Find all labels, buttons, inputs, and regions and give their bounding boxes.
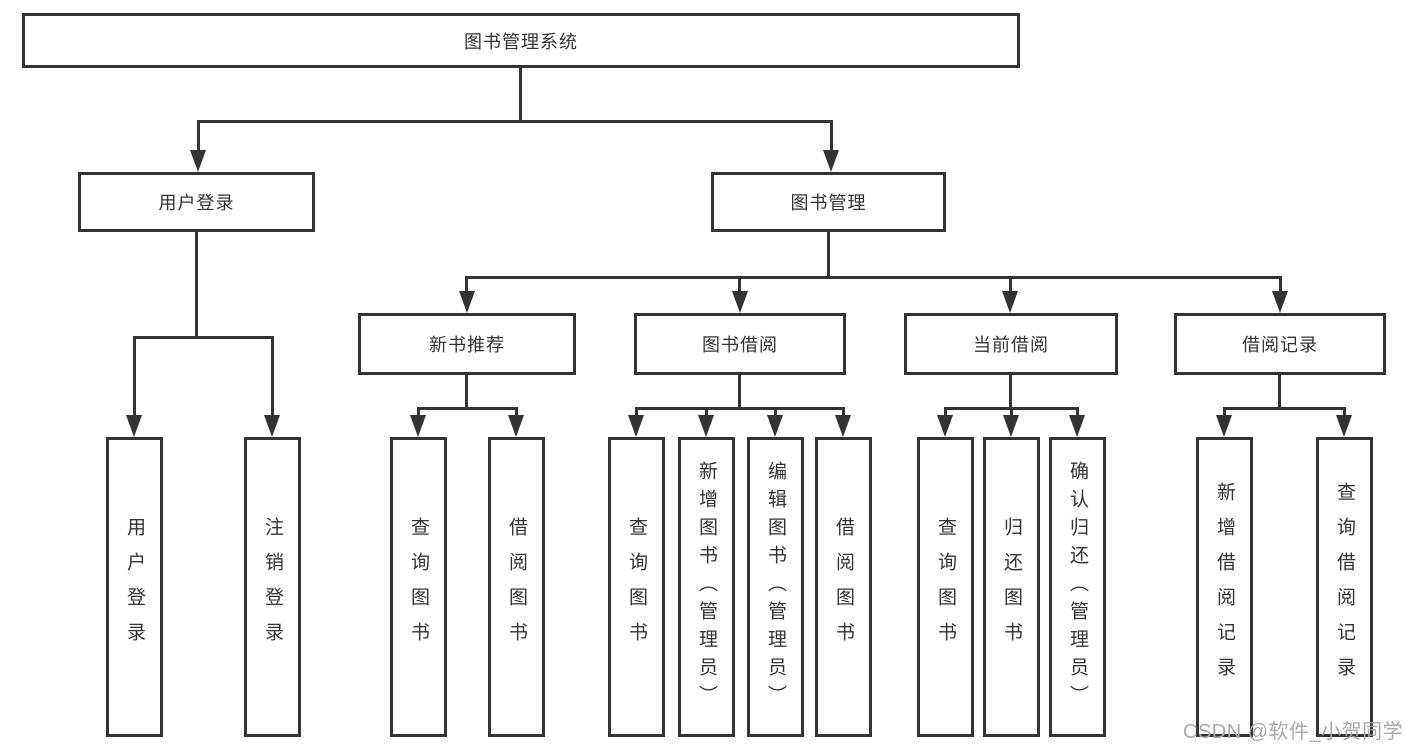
arrow-down-icon: [823, 150, 839, 172]
connector-line: [1009, 276, 1012, 293]
arrow-down-icon: [628, 415, 644, 437]
leaf-add-books-admin: 新增图书（管理员）: [678, 437, 735, 737]
node-borrow-records: 借阅记录: [1174, 313, 1386, 375]
node-book-borrow-label: 图书借阅: [702, 335, 778, 355]
node-new-book-recommend-label: 新书推荐: [429, 335, 505, 355]
csdn-watermark: CSDN @软件_小贺同学: [1183, 721, 1404, 743]
connector-line: [465, 375, 468, 407]
connector-line: [1278, 375, 1281, 407]
connector-line: [195, 232, 198, 336]
leaf-query-borrow-record-label: 查询借阅记录: [1334, 482, 1355, 692]
connector-line: [1009, 375, 1012, 407]
arrow-down-icon: [767, 415, 783, 437]
connector-line: [738, 375, 741, 407]
connector-line: [133, 336, 136, 417]
connector-line: [1076, 407, 1079, 417]
leaf-user-login-label: 用户登录: [124, 517, 145, 657]
connector-line: [1279, 276, 1282, 293]
connector-line: [465, 276, 468, 293]
leaf-add-borrow-record: 新增借阅记录: [1196, 437, 1253, 737]
node-book-management: 图书管理: [711, 172, 946, 232]
arrow-down-icon: [1336, 415, 1352, 437]
leaf-borrow-books: 借阅图书: [815, 437, 872, 737]
node-root-label: 图书管理系统: [464, 31, 578, 52]
connector-line: [417, 407, 518, 410]
leaf-query-books-current: 查询图书: [917, 437, 974, 737]
connector-line: [827, 232, 830, 276]
node-user-login-label: 用户登录: [158, 193, 235, 213]
leaf-edit-books-admin-label: 编辑图书（管理员）: [765, 461, 786, 713]
connector-line: [774, 407, 777, 417]
leaf-add-borrow-record-label: 新增借阅记录: [1214, 482, 1235, 692]
arrow-down-icon: [508, 415, 524, 437]
leaf-confirm-return-admin: 确认归还（管理员）: [1049, 437, 1106, 737]
connector-line: [515, 407, 518, 417]
node-book-management-label: 图书管理: [790, 193, 867, 213]
leaf-return-books: 归还图书: [983, 437, 1040, 737]
leaf-borrow-books-recommend: 借阅图书: [488, 437, 545, 737]
leaf-query-books-borrow-label: 查询图书: [626, 517, 647, 657]
leaf-confirm-return-admin-label: 确认归还（管理员）: [1067, 461, 1088, 713]
arrow-down-icon: [459, 291, 475, 313]
connector-line: [465, 276, 1282, 279]
arrow-down-icon: [1003, 415, 1019, 437]
connector-line: [197, 120, 833, 123]
connector-line: [738, 276, 741, 293]
arrow-down-icon: [1002, 291, 1018, 313]
connector-line: [417, 407, 420, 417]
node-borrow-records-label: 借阅记录: [1242, 335, 1318, 355]
leaf-borrow-books-recommend-label: 借阅图书: [506, 517, 527, 657]
connector-line: [519, 68, 522, 120]
node-user-login: 用户登录: [78, 172, 315, 232]
connector-line: [1223, 407, 1226, 417]
node-book-borrow: 图书借阅: [634, 313, 846, 375]
leaf-logout-label: 注销登录: [262, 517, 283, 657]
arrow-down-icon: [410, 415, 426, 437]
arrow-down-icon: [126, 415, 142, 437]
connector-line: [133, 336, 274, 339]
connector-line: [1343, 407, 1346, 417]
leaf-borrow-books-label: 借阅图书: [833, 517, 854, 657]
leaf-user-login: 用户登录: [106, 437, 163, 737]
leaf-logout: 注销登录: [244, 437, 301, 737]
node-new-book-recommend: 新书推荐: [358, 313, 576, 375]
connector-line: [1010, 407, 1013, 417]
leaf-query-books-recommend: 查询图书: [390, 437, 447, 737]
arrow-down-icon: [1272, 291, 1288, 313]
leaf-edit-books-admin: 编辑图书（管理员）: [747, 437, 804, 737]
leaf-query-books-current-label: 查询图书: [935, 517, 956, 657]
arrow-down-icon: [190, 150, 206, 172]
leaf-query-books-borrow: 查询图书: [608, 437, 665, 737]
node-root-system: 图书管理系统: [22, 13, 1020, 68]
leaf-return-books-label: 归还图书: [1001, 517, 1022, 657]
connector-line: [635, 407, 638, 417]
connector-line: [830, 120, 833, 152]
leaf-add-books-admin-label: 新增图书（管理员）: [696, 461, 717, 713]
node-current-borrow-label: 当前借阅: [973, 335, 1049, 355]
arrow-down-icon: [1069, 415, 1085, 437]
arrow-down-icon: [698, 415, 714, 437]
connector-line: [197, 120, 200, 152]
arrow-down-icon: [264, 415, 280, 437]
arrow-down-icon: [1216, 415, 1232, 437]
connector-line: [705, 407, 708, 417]
connector-line: [842, 407, 845, 417]
arrow-down-icon: [835, 415, 851, 437]
leaf-query-borrow-record: 查询借阅记录: [1316, 437, 1373, 737]
connector-line: [1223, 407, 1346, 410]
connector-line: [635, 407, 845, 410]
arrow-down-icon: [937, 415, 953, 437]
connector-line: [271, 336, 274, 417]
leaf-query-books-recommend-label: 查询图书: [408, 517, 429, 657]
node-current-borrow: 当前借阅: [904, 313, 1118, 375]
connector-line: [944, 407, 947, 417]
arrow-down-icon: [732, 291, 748, 313]
